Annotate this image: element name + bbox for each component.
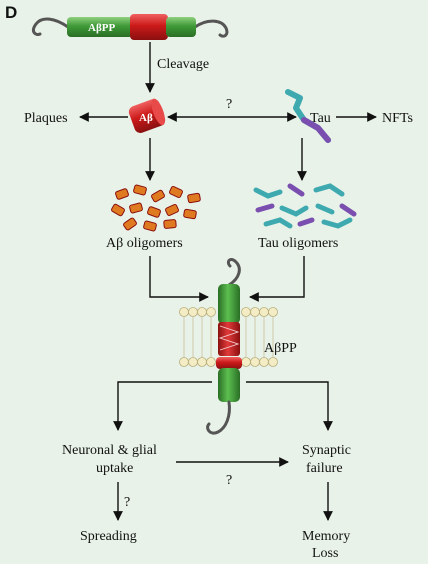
uptake-label-line2: uptake <box>96 461 133 476</box>
membrane-appp-abeta-segment <box>218 322 240 356</box>
membrane-appp-top-tail <box>226 258 241 287</box>
membrane-appp-bottom-segment <box>218 368 240 402</box>
tau-label: Tau <box>310 111 331 126</box>
membrane-to-uptake-arrow <box>113 381 212 431</box>
abeta-oligomers-label: Aβ oligomers <box>106 236 183 251</box>
appbar-label: AβPP <box>88 22 115 34</box>
appbar-protein: AβPP <box>32 14 229 40</box>
spreading-label: Spreading <box>80 529 137 544</box>
synaptic-label-line2: failure <box>306 461 343 476</box>
nfts-label: NFTs <box>382 111 413 126</box>
appbar-left-segment <box>67 17 133 37</box>
synaptic-label-line1: Synaptic <box>302 443 351 458</box>
membrane-appp-bottom-tail <box>206 400 231 435</box>
appbar-abeta-segment <box>130 14 168 40</box>
uptake-synaptic-question: ? <box>226 473 232 488</box>
abeta-cylinder <box>128 98 166 133</box>
lipid-bilayer <box>179 307 278 367</box>
abeta-tau-question: ? <box>226 97 232 112</box>
appbar-right-segment <box>166 17 196 37</box>
tau-oligomers-label: Tau oligomers <box>258 236 338 251</box>
abeta-oligomers-cluster <box>111 184 201 232</box>
abeta-cylinder-label: Aβ <box>139 112 153 124</box>
spreading-question: ? <box>124 495 130 510</box>
cleavage-label: Cleavage <box>157 57 209 72</box>
memory-label-line1: Memory <box>302 529 350 544</box>
tau-monomer-icon <box>285 89 331 143</box>
membrane-appp-top-segment <box>218 284 240 324</box>
tau-oligomers-cluster <box>253 183 357 229</box>
appbar-right-tail <box>193 19 229 38</box>
plaques-label: Plaques <box>24 111 68 126</box>
membrane-appp-label: AβPP <box>264 341 297 356</box>
panel-label: D <box>5 3 17 22</box>
tau-oligomers-to-membrane-arrow <box>249 256 305 302</box>
uptake-label-line1: Neuronal & glial <box>62 443 157 458</box>
membrane-appp-lower-red <box>216 357 242 369</box>
membrane-to-synaptic-arrow <box>246 381 333 431</box>
membrane-appp <box>179 258 278 435</box>
memory-label-line2: Loss <box>312 546 338 561</box>
appbar-left-tail <box>32 17 70 36</box>
abeta-oligomers-to-membrane-arrow <box>149 256 209 302</box>
